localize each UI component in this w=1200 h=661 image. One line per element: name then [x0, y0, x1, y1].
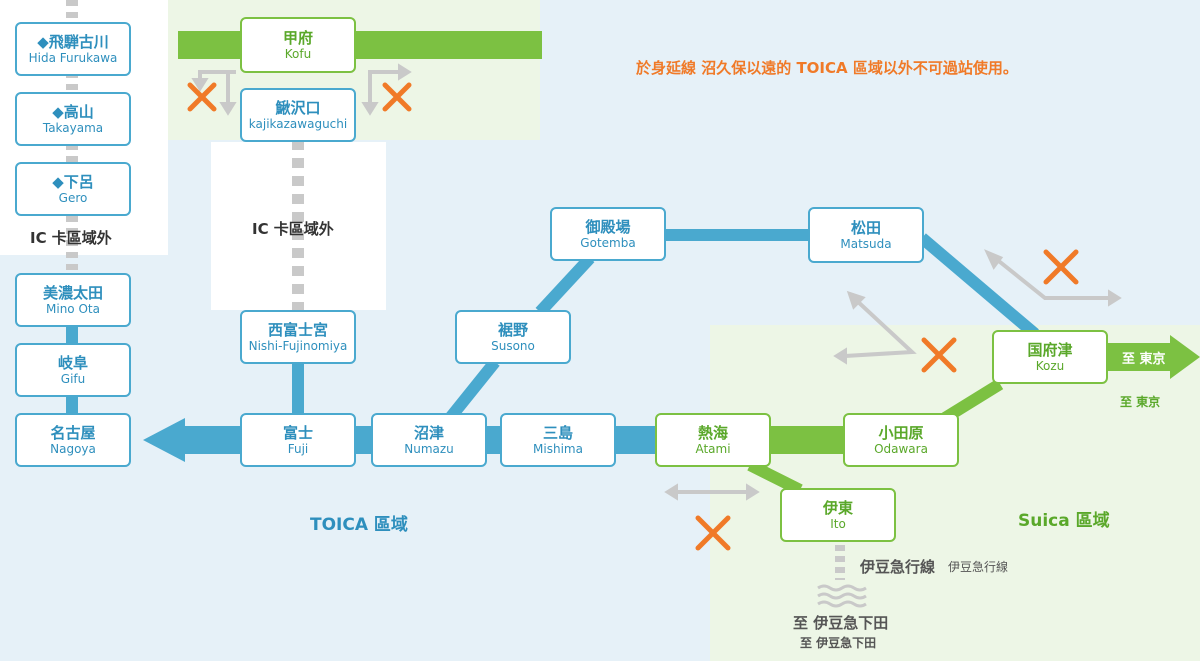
station-name-jp: 松田 — [850, 218, 881, 237]
station-odawara[interactable]: 小田原 Odawara — [843, 413, 959, 467]
no-pass-kozu-area-icon — [921, 337, 957, 373]
station-name-jp: 伊東 — [822, 498, 853, 517]
station-name-en: Gotemba — [580, 235, 636, 250]
station-name-en: Odawara — [874, 441, 928, 456]
ic-outside-label-center: IC 卡區域外 — [252, 220, 334, 238]
station-kajikazawaguchi[interactable]: 鰍沢口 kajikazawaguchi — [240, 88, 356, 142]
station-name-en: Kozu — [1035, 358, 1065, 373]
chuo-line-track — [178, 31, 542, 59]
izukyu-wave-icon — [817, 584, 867, 592]
station-kofu[interactable]: 甲府 Kofu — [240, 17, 356, 73]
station-name-jp: 三島 — [542, 423, 573, 442]
station-name-jp: 富士 — [282, 423, 313, 442]
to-izukyu-shimoda-label: 至 伊豆急下田 — [793, 614, 889, 632]
minobu-line-dashed-track — [292, 140, 304, 315]
suica-area-label: Suica 區域 — [1018, 511, 1110, 531]
station-matsuda[interactable]: 松田 Matsuda — [808, 207, 924, 263]
station-name-en: Nagoya — [50, 441, 96, 456]
transfer-arrow-atami-icon — [664, 483, 760, 501]
station-ito[interactable]: 伊東 Ito — [780, 488, 896, 542]
gotemba-line-track-numazu-susono — [445, 358, 500, 422]
station-name-en: Fuji — [287, 441, 309, 456]
station-name-jp: 裾野 — [497, 320, 528, 339]
station-name-jp: ◆下呂 — [52, 172, 94, 191]
station-name-en: Hida Furukawa — [28, 50, 118, 65]
izukyu-wave-icon-2 — [817, 592, 867, 600]
no-pass-kofu-right-icon — [382, 82, 412, 112]
station-name-en: Susono — [491, 338, 535, 353]
station-gero[interactable]: ◆下呂 Gero — [15, 162, 131, 216]
transfer-arrow-kofu-left-icon — [191, 70, 237, 116]
station-name-jp: 熱海 — [697, 423, 728, 442]
station-name-en: Mishima — [533, 441, 583, 456]
station-name-en: Gifu — [60, 371, 86, 386]
station-numazu[interactable]: 沼津 Numazu — [371, 413, 487, 467]
izukyu-line-label-small: 伊豆急行線 — [948, 560, 1009, 574]
station-fuji[interactable]: 富士 Fuji — [240, 413, 356, 467]
ic-outside-label-left: IC 卡區域外 — [30, 229, 112, 247]
station-name-en: Ito — [830, 516, 846, 531]
station-hida-furukawa[interactable]: ◆飛騨古川 Hida Furukawa — [15, 22, 131, 76]
station-takayama[interactable]: ◆高山 Takayama — [15, 92, 131, 146]
station-name-jp: 鰍沢口 — [275, 98, 321, 117]
toica-area-label: TOICA 區域 — [310, 515, 408, 535]
station-atami[interactable]: 熱海 Atami — [655, 413, 771, 467]
station-name-jp: 小田原 — [878, 423, 924, 442]
station-name-en: Mino Ota — [46, 301, 100, 316]
to-izukyu-shimoda-label-small: 至 伊豆急下田 — [800, 636, 877, 650]
station-gifu[interactable]: 岐阜 Gifu — [15, 343, 131, 397]
gotemba-line-track-matsuda-kozu — [918, 233, 1039, 339]
notice-text: 於身延線 沼久保以遠的 TOICA 區域以外不可過站使用。 — [636, 59, 1018, 77]
station-name-en: Matsuda — [840, 236, 892, 251]
station-name-en: Numazu — [404, 441, 454, 456]
station-name-jp: 沼津 — [413, 423, 444, 442]
transfer-arrow-kofu-right-icon — [361, 63, 412, 116]
izukyu-wave-icon-3 — [817, 600, 867, 608]
gotemba-line-top-track — [660, 229, 810, 241]
to-tokyo-arrow-label: 至 東京 — [1122, 352, 1166, 367]
station-kozu[interactable]: 国府津 Kozu — [992, 330, 1108, 384]
station-name-en: Kofu — [284, 46, 312, 61]
gotemba-line-track-susono-gotemba — [535, 253, 595, 317]
station-name-en: kajikazawaguchi — [248, 116, 348, 131]
station-name-jp: 甲府 — [282, 28, 313, 47]
station-nishi-fujinomiya[interactable]: 西富士宮 Nishi-Fujinomiya — [240, 310, 356, 364]
station-gotemba[interactable]: 御殿場 Gotemba — [550, 207, 666, 261]
station-name-en: Atami — [695, 441, 731, 456]
station-name-en: Takayama — [42, 120, 104, 135]
station-nagoya[interactable]: 名古屋 Nagoya — [15, 413, 131, 467]
arrow-west-icon — [143, 418, 212, 462]
arrow-east-icon — [1108, 335, 1200, 379]
station-name-jp: ◆飛騨古川 — [37, 32, 109, 51]
station-name-en: Nishi-Fujinomiya — [248, 338, 348, 353]
to-tokyo-label: 至 東京 — [1120, 395, 1161, 409]
ito-line-track — [747, 459, 803, 496]
station-name-jp: 岐阜 — [57, 353, 88, 372]
tokaido-line-track-odawara-kozu — [941, 378, 1004, 424]
no-pass-kofu-left-icon — [187, 82, 217, 112]
station-name-jp: 国府津 — [1027, 340, 1073, 359]
minobu-line-solid-track — [292, 360, 304, 420]
no-pass-matsuda-kozu-icon — [1043, 249, 1079, 285]
station-name-en: Gero — [58, 190, 88, 205]
izukyu-line-label: 伊豆急行線 — [860, 558, 936, 576]
transfer-arrow-matsuda-kozu-icon — [984, 249, 1122, 307]
station-name-jp: 御殿場 — [585, 217, 631, 236]
station-susono[interactable]: 裾野 Susono — [455, 310, 571, 364]
station-name-jp: 美濃太田 — [42, 283, 103, 302]
station-mishima[interactable]: 三島 Mishima — [500, 413, 616, 467]
transfer-arrow-kozu-area-icon — [833, 290, 917, 365]
station-name-jp: 名古屋 — [50, 423, 96, 442]
station-mino-ota[interactable]: 美濃太田 Mino Ota — [15, 273, 131, 327]
station-name-jp: 西富士宮 — [267, 320, 328, 339]
tokaido-line-suica-track — [760, 426, 855, 454]
no-pass-atami-icon — [695, 515, 731, 551]
station-name-jp: ◆高山 — [52, 102, 94, 121]
